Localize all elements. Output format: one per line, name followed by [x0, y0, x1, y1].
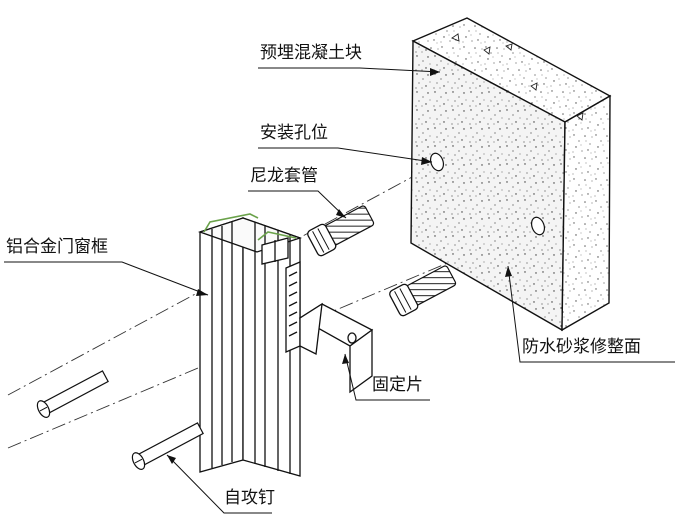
label-screw: 自攻钉: [224, 488, 275, 508]
leader-lines: [4, 67, 675, 514]
label-nylon-sleeve: 尼龙套管: [250, 166, 318, 186]
label-mounting-hole: 安装孔位: [260, 123, 328, 143]
label-mortar-face: 防水砂浆修整面: [522, 337, 641, 357]
label-aluminum-frame: 铝合金门窗框: [6, 237, 108, 257]
screw-lower: [131, 422, 204, 470]
label-fixing-plate: 固定片: [372, 375, 423, 395]
screw-upper: [36, 370, 109, 418]
label-precast-block: 预埋混凝土块: [260, 43, 362, 63]
precast-concrete-block: [410, 17, 612, 332]
mounting-hole-upper: [429, 152, 445, 172]
nylon-sleeve-lower: [389, 265, 457, 317]
leader-arrowheads: [167, 68, 512, 464]
aluminum-frame: [197, 213, 303, 477]
mounting-hole-lower: [530, 216, 546, 236]
fixing-plate: [285, 261, 374, 394]
nylon-sleeve-upper: [307, 205, 375, 257]
